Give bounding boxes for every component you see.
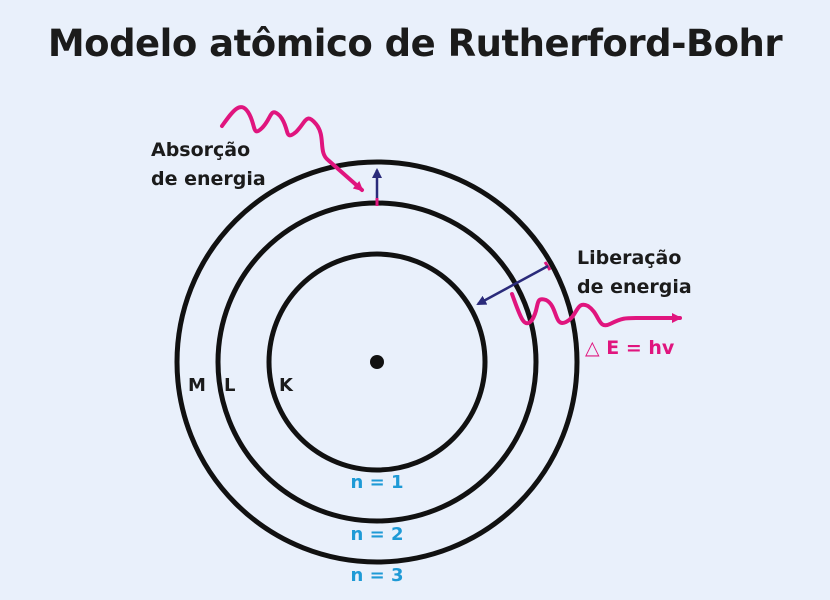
- release-label-line2: de energia: [577, 276, 692, 298]
- release-label-line1: Liberação: [577, 247, 681, 269]
- emitted-photon-wave: [510, 292, 682, 328]
- shell-label-l: L: [224, 375, 235, 396]
- absorption-label-line2: de energia: [151, 168, 266, 190]
- level-label-2: n = 2: [351, 524, 404, 545]
- level-label-3: n = 3: [351, 565, 404, 586]
- diagram-title: Modelo atômico de Rutherford-Bohr: [47, 22, 783, 65]
- energy-equation: △ E = hv: [585, 337, 675, 359]
- absorption-label-line1: Absorção: [151, 139, 250, 161]
- nucleus: [370, 355, 384, 369]
- absorbed-photon-wave: [220, 105, 364, 192]
- orbit-k: [266, 251, 488, 473]
- shell-label-m: M: [188, 375, 206, 396]
- electron-deexcitation-arrow: [476, 264, 549, 306]
- shell-label-k: K: [279, 375, 294, 396]
- orbit-m: [174, 159, 580, 565]
- level-label-1: n = 1: [351, 472, 404, 493]
